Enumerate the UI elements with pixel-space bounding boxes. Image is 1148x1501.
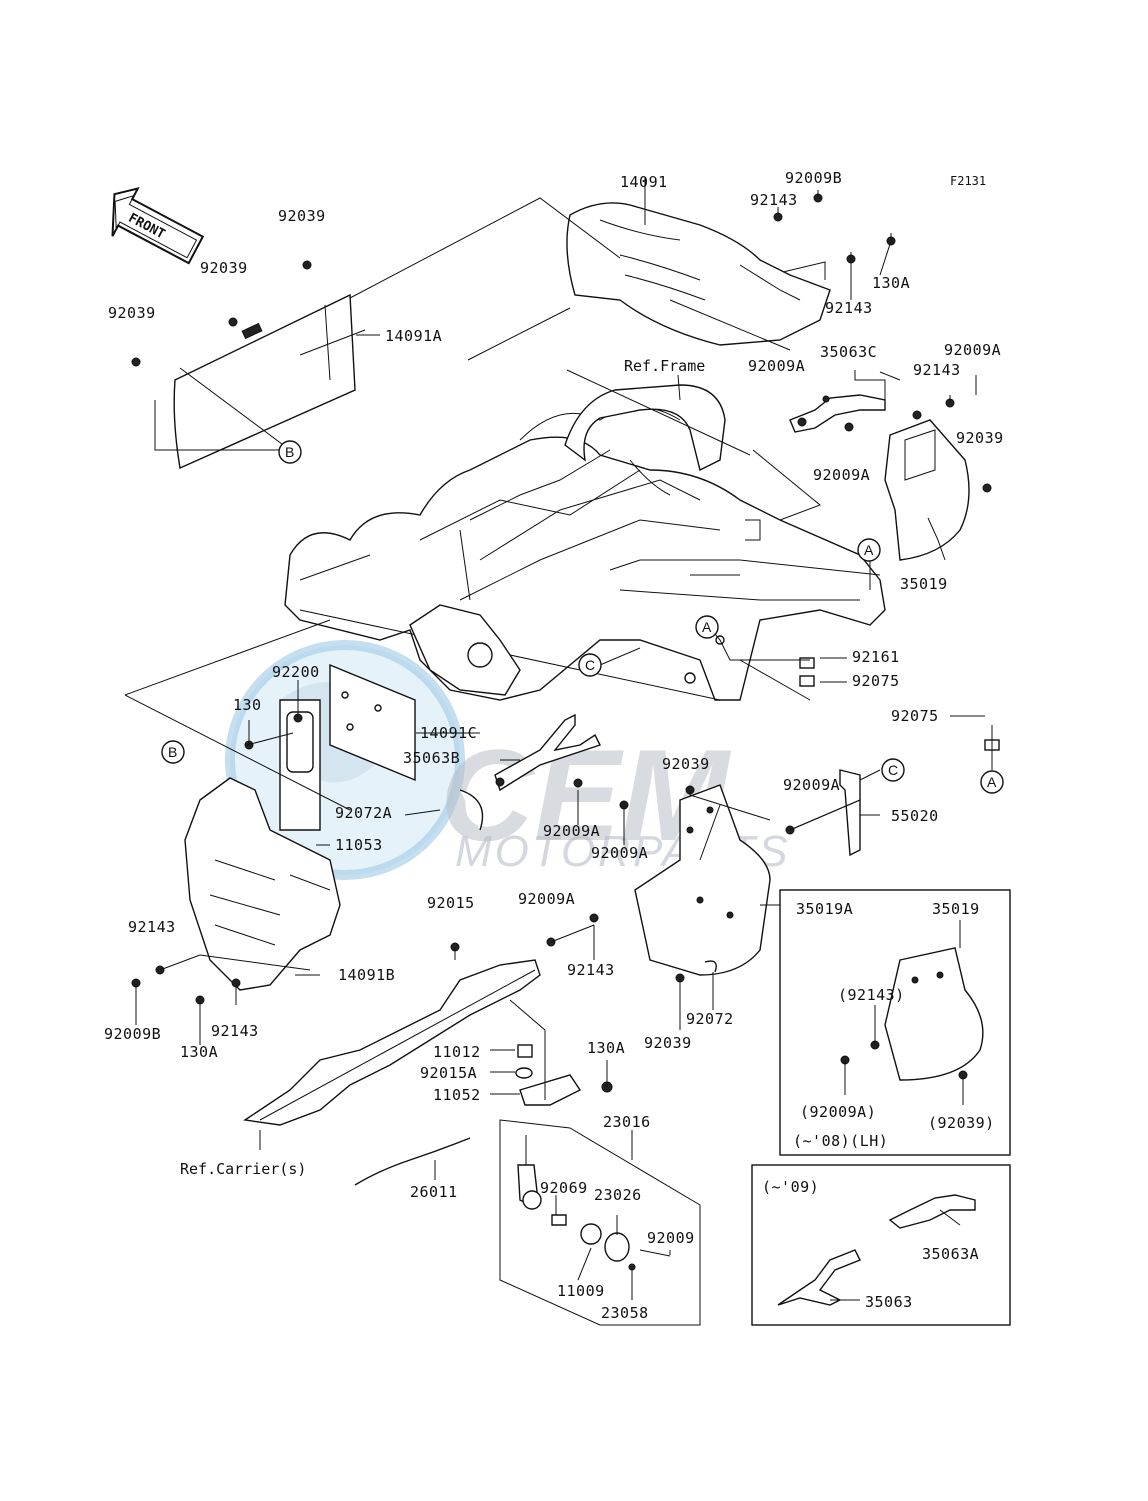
label-92072: 92072	[686, 1010, 734, 1028]
inset-09: (~'09) 35063A 35063	[751, 1164, 1011, 1326]
label-92143-r: 92143	[913, 361, 961, 379]
ref-frame: Ref.Frame	[624, 357, 705, 375]
panel-35019A	[634, 784, 771, 976]
label-11053: 11053	[335, 836, 383, 854]
label-92015A: 92015A	[420, 1064, 477, 1082]
bracket-35063C	[789, 394, 886, 433]
panel-14091B	[184, 777, 341, 991]
leader-lines	[124, 178, 993, 1300]
panel-14091	[566, 202, 831, 346]
inset-lh-title: 35019	[932, 900, 980, 918]
front-arrow-icon: FRONT	[111, 187, 205, 265]
label-14091C: 14091C	[420, 724, 477, 742]
label-35063C: 35063C	[820, 343, 877, 361]
circle-markers: B A A C B A C	[161, 440, 1004, 794]
marker-a-mid: A	[702, 619, 712, 635]
label-92009A-r2: 92009A	[748, 357, 805, 375]
label-92009A-m2: 92009A	[543, 822, 600, 840]
label-92143-bl: 92143	[211, 1022, 259, 1040]
label-35063B: 35063B	[403, 749, 460, 767]
label-92039-b: 92039	[644, 1034, 692, 1052]
hitch-assembly-23016	[499, 1119, 701, 1326]
label-23026: 23026	[594, 1186, 642, 1204]
marker-a-right: A	[864, 542, 874, 558]
inset-lh-92039: (92039)	[928, 1114, 995, 1132]
label-14091A: 14091A	[385, 327, 442, 345]
label-23058: 23058	[601, 1304, 649, 1322]
label-92039-l2: 92039	[200, 259, 248, 277]
main-frame	[284, 384, 886, 701]
marker-b-left: B	[168, 744, 177, 760]
label-92143-l: 92143	[128, 918, 176, 936]
label-23016: 23016	[603, 1113, 651, 1131]
label-14091: 14091	[620, 173, 668, 191]
label-130A-m: 130A	[587, 1039, 625, 1057]
marker-c-mid: C	[585, 657, 595, 673]
cable-26011	[354, 1137, 471, 1186]
label-92009B-top: 92009B	[785, 169, 842, 187]
label-35019-r: 35019	[900, 575, 948, 593]
label-130A-b: 130A	[180, 1043, 218, 1061]
label-11052: 11052	[433, 1086, 481, 1104]
label-14091B: 14091B	[338, 966, 395, 984]
label-92072A: 92072A	[335, 804, 392, 822]
panel-14091A	[173, 293, 356, 470]
label-92009A-m4: 92009A	[518, 890, 575, 908]
label-11012: 11012	[433, 1043, 481, 1061]
label-92039-m: 92039	[662, 755, 710, 773]
inset-lh: 35019 (92143) (92009A) (92039) (~'08)(LH…	[779, 889, 1011, 1156]
label-130A-top: 130A	[872, 274, 910, 292]
label-92009A-r1: 92009A	[944, 341, 1001, 359]
inset-09-caption: (~'09)	[762, 1178, 819, 1196]
marker-b-top: B	[285, 444, 294, 460]
label-92039-l3: 92039	[108, 304, 156, 322]
label-26011: 26011	[410, 1183, 458, 1201]
label-92075-b: 92075	[891, 707, 939, 725]
label-35019A: 35019A	[796, 900, 853, 918]
label-92015: 92015	[427, 894, 475, 912]
bracket-35063B	[494, 713, 601, 792]
carrier	[243, 959, 541, 1126]
label-92143-m: 92143	[567, 961, 615, 979]
inset-09-35063A: 35063A	[922, 1245, 979, 1263]
bracket-11053	[279, 699, 321, 831]
inset-lh-caption: (~'08)(LH)	[793, 1132, 888, 1150]
panel-35019	[884, 419, 970, 561]
label-92039-l1: 92039	[278, 207, 326, 225]
label-92009A-m1: 92009A	[783, 776, 840, 794]
label-92069: 92069	[540, 1179, 588, 1197]
inset-09-35063: 35063	[865, 1293, 913, 1311]
label-92161: 92161	[852, 648, 900, 666]
diagram-code: F2131	[950, 174, 986, 188]
label-92143-top2: 92143	[825, 299, 873, 317]
label-92039-r: 92039	[956, 429, 1004, 447]
label-92009A-r3: 92009A	[813, 466, 870, 484]
label-92200: 92200	[272, 663, 320, 681]
label-55020: 55020	[891, 807, 939, 825]
label-92009B-b: 92009B	[104, 1025, 161, 1043]
part-labels: 14091 92009B 92143 130A 92143 92039 9203…	[104, 169, 1004, 1322]
label-92143-top1: 92143	[750, 191, 798, 209]
label-92009A-m3: 92009A	[591, 844, 648, 862]
marker-a-bottom: A	[987, 774, 997, 790]
ref-carrier: Ref.Carrier(s)	[180, 1160, 306, 1178]
band-92072A	[459, 789, 484, 831]
label-92009: 92009	[647, 1229, 695, 1247]
marker-c-right: C	[888, 762, 898, 778]
label-11009: 11009	[557, 1282, 605, 1300]
inset-lh-92009A: (92009A)	[800, 1103, 876, 1121]
panel-14091C	[329, 663, 416, 782]
inset-lh-92143: (92143)	[838, 986, 905, 1004]
label-130: 130	[233, 696, 262, 714]
label-92075-a: 92075	[852, 672, 900, 690]
